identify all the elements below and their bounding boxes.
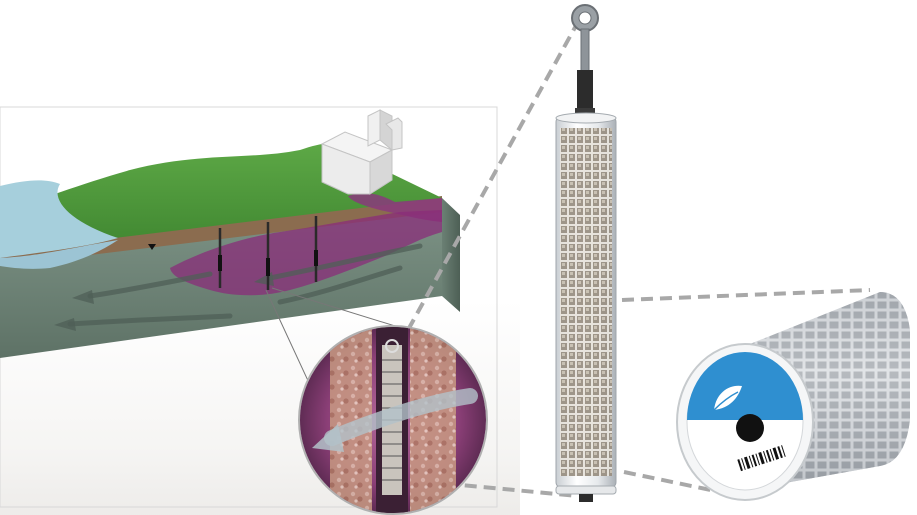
eyelet-icon (571, 4, 599, 72)
surface-water (0, 180, 118, 258)
closeup-callout-lines (265, 287, 409, 386)
barcode-icon (734, 442, 790, 474)
site-cross-section (0, 109, 460, 358)
flow-arrow-icon (67, 243, 423, 327)
cartridge-bore (736, 414, 764, 442)
site-panel-frame (0, 106, 498, 508)
leaf-logo-icon (713, 385, 742, 411)
water-table-icon (148, 244, 156, 250)
contaminant-plume (170, 210, 442, 296)
sampler-device (555, 4, 617, 502)
cartridge-end-view (676, 292, 910, 501)
building-icon (320, 109, 403, 195)
well-closeup (298, 325, 488, 515)
